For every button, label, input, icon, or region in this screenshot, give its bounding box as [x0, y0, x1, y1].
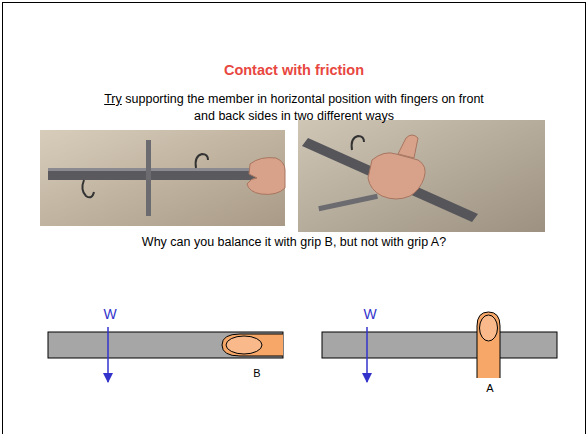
slide-title: Contact with friction [0, 62, 588, 78]
photo-grip-a [298, 120, 545, 232]
weight-label: W [363, 306, 376, 322]
instruction-word: Try [104, 92, 122, 106]
grip-label: A [486, 382, 493, 394]
question-text: Why can you balance it with grip B, but … [142, 235, 446, 249]
instruction-text: Trysupporting the member in horizontal p… [104, 91, 484, 125]
instruction-text: supporting the member in horizontal posi… [125, 92, 484, 123]
grip-label: B [253, 367, 260, 379]
grip-a-diagram [322, 312, 557, 382]
weight-label: W [103, 306, 116, 322]
grip-b-diagram [48, 327, 283, 382]
photo-grip-b [40, 130, 285, 226]
